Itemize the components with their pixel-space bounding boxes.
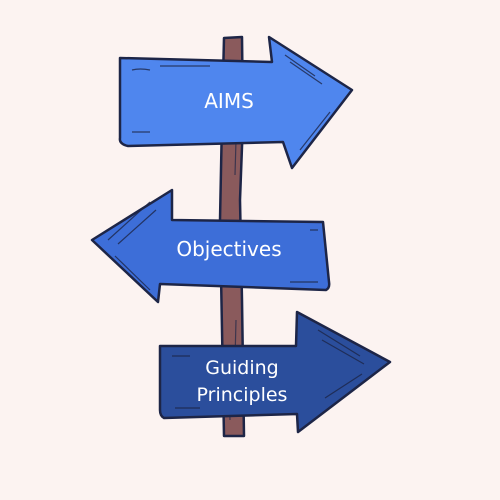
- sign-aims-label: AIMS: [204, 89, 254, 113]
- sign-guiding-principles: Guiding Principles: [158, 310, 392, 434]
- sign-guiding-label-line1: Guiding: [205, 357, 279, 379]
- sign-objectives: Objectives: [90, 188, 331, 304]
- sign-objectives-label: Objectives: [176, 237, 281, 261]
- sign-guiding-label-line2: Principles: [197, 384, 288, 406]
- sign-aims: AIMS: [118, 35, 354, 170]
